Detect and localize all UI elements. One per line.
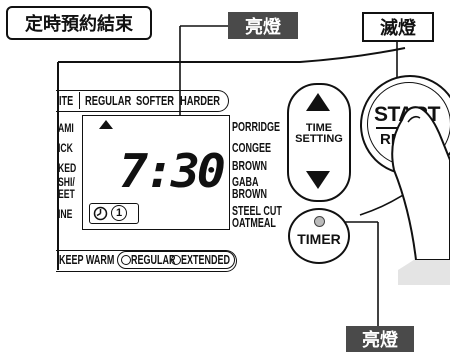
keep-warm-label: KEEP WARM <box>59 253 115 267</box>
timer-led <box>314 216 325 227</box>
menu-right-item: PORRIDGE <box>232 120 281 134</box>
menu-right-item: CONGEE <box>232 141 272 155</box>
time-up-icon[interactable] <box>306 93 330 111</box>
light-off-text: 滅燈 <box>380 18 416 39</box>
time-setting-line1: TIME <box>305 122 333 134</box>
menu-right-item: BROWN <box>232 187 267 201</box>
texture-mode-cut: ITE <box>59 93 74 108</box>
menu-left-item: INE <box>58 207 73 221</box>
reservation-end-label: 定時預約結束 <box>25 14 133 35</box>
menu-right-item: STEEL CUT <box>232 204 282 218</box>
finger-icon <box>391 106 450 260</box>
timer-button-label: TIMER <box>297 231 341 247</box>
menu-left-item: ICK <box>58 141 73 155</box>
texture-divider <box>79 92 81 109</box>
texture-mode-regular: REGULAR <box>85 93 132 108</box>
light-on-bottom-text: 亮燈 <box>362 330 398 351</box>
lcd-display: 7:30 1 <box>82 115 230 230</box>
mode-indicator-icon <box>99 120 113 129</box>
texture-mode-pill <box>56 90 229 112</box>
menu-right-item: OATMEAL <box>232 216 276 230</box>
menu-left-item: SHI/ <box>58 175 75 189</box>
timer-button[interactable]: TIMER <box>288 208 350 264</box>
texture-mode-harder: HARDER <box>180 93 221 108</box>
keep-warm-pill <box>56 250 237 272</box>
light-on-label-bottom: 亮燈 <box>346 326 414 352</box>
menu-left-item: AMI <box>58 121 74 135</box>
keep-warm-extended-indicator <box>171 255 181 265</box>
keep-warm-regular-indicator <box>121 255 131 265</box>
keep-warm-regular: REGULAR <box>131 253 176 267</box>
keep-warm-extended: EXTENDED <box>181 253 231 267</box>
timer-indicator: 1 <box>89 203 139 224</box>
time-down-icon[interactable] <box>306 171 330 189</box>
menu-right-item: GABA <box>232 175 259 189</box>
light-on-top-text: 亮燈 <box>245 16 281 38</box>
time-setting-label: TIME SETTING <box>289 123 349 145</box>
keep-warm-options <box>117 251 235 269</box>
light-off-label: 滅燈 <box>362 12 434 42</box>
timer-number: 1 <box>111 205 127 221</box>
menu-left-item: KED <box>58 161 77 175</box>
time-setting-control: TIME SETTING <box>287 83 351 202</box>
texture-mode-softer: SOFTER <box>136 93 174 108</box>
clock-icon <box>93 206 108 221</box>
time-setting-line2: SETTING <box>295 133 343 145</box>
light-on-label-top: 亮燈 <box>228 12 298 39</box>
lcd-time: 7:30 <box>119 144 226 198</box>
reservation-end-callout: 定時預約結束 <box>6 6 152 40</box>
menu-right-item: BROWN <box>232 159 267 173</box>
menu-left-item: EET <box>58 187 75 201</box>
